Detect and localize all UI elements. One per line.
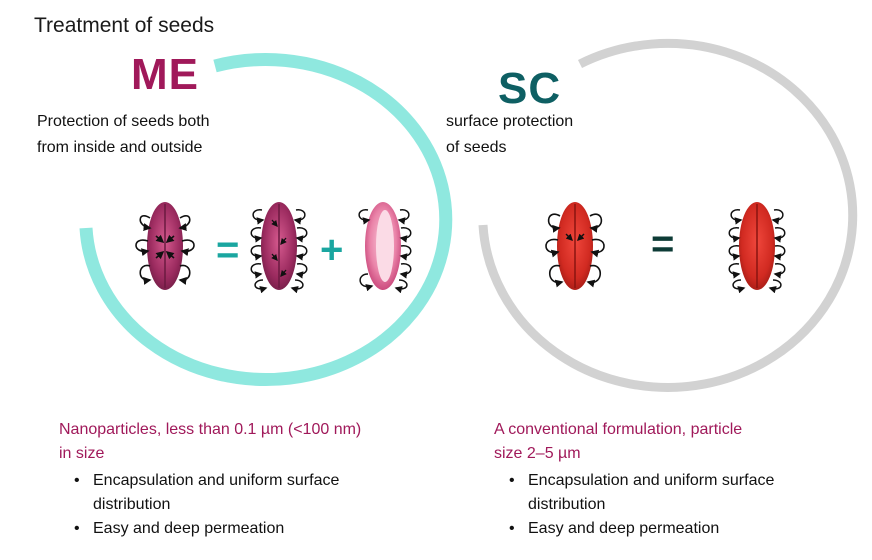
me-equals-sign: = [216, 228, 240, 272]
me-caption-line: Nanoparticles, less than 0.1 µm (<100 nm… [59, 421, 362, 438]
sc-bullet-list: Encapsulation and uniform surface distri… [494, 469, 864, 541]
me-caption: Nanoparticles, less than 0.1 µm (<100 nm… [59, 418, 439, 466]
me-bullet-list: Encapsulation and uniform surface distri… [59, 469, 439, 541]
me-caption-line: in size [59, 445, 105, 462]
bullet-line: distribution [93, 496, 171, 513]
me-ring [79, 53, 453, 386]
me-description: Protection of seeds both from inside and… [37, 109, 210, 161]
list-item: Easy and deep permeation [59, 517, 439, 541]
me-plus-sign: + [320, 228, 344, 272]
page-title: Treatment of seeds [34, 14, 215, 37]
list-item: Encapsulation and uniform surface distri… [59, 469, 439, 517]
sc-description-line: surface protection [446, 113, 574, 130]
sc-seed-surface-icon [728, 202, 786, 294]
sc-caption: A conventional formulation, particle siz… [494, 418, 864, 466]
me-seed-inside-outside-icon [135, 202, 195, 290]
sc-seed-arrows-icon [545, 202, 605, 290]
me-seed-inside-icon [358, 202, 412, 294]
sc-caption-line: size 2–5 µm [494, 445, 581, 462]
me-description-line: from inside and outside [37, 139, 203, 156]
me-label: ME [131, 50, 199, 99]
sc-ring [478, 38, 858, 392]
bullet-line: Encapsulation and uniform surface [93, 472, 340, 489]
list-item: Encapsulation and uniform surface distri… [494, 469, 864, 517]
list-item: Easy and deep permeation [494, 517, 864, 541]
bullet-line: Easy and deep permeation [93, 520, 285, 537]
bullet-line: distribution [528, 496, 606, 513]
sc-equals-sign: = [651, 222, 675, 266]
me-seed-surface-icon [250, 202, 308, 294]
bullet-line: Encapsulation and uniform surface [528, 472, 775, 489]
sc-description-line: of seeds [446, 139, 507, 156]
bullet-line: Easy and deep permeation [528, 520, 720, 537]
me-description-line: Protection of seeds both [37, 113, 210, 130]
sc-label: SC [498, 64, 562, 113]
sc-caption-line: A conventional formulation, particle [494, 421, 743, 438]
sc-description: surface protection of seeds [446, 109, 573, 161]
